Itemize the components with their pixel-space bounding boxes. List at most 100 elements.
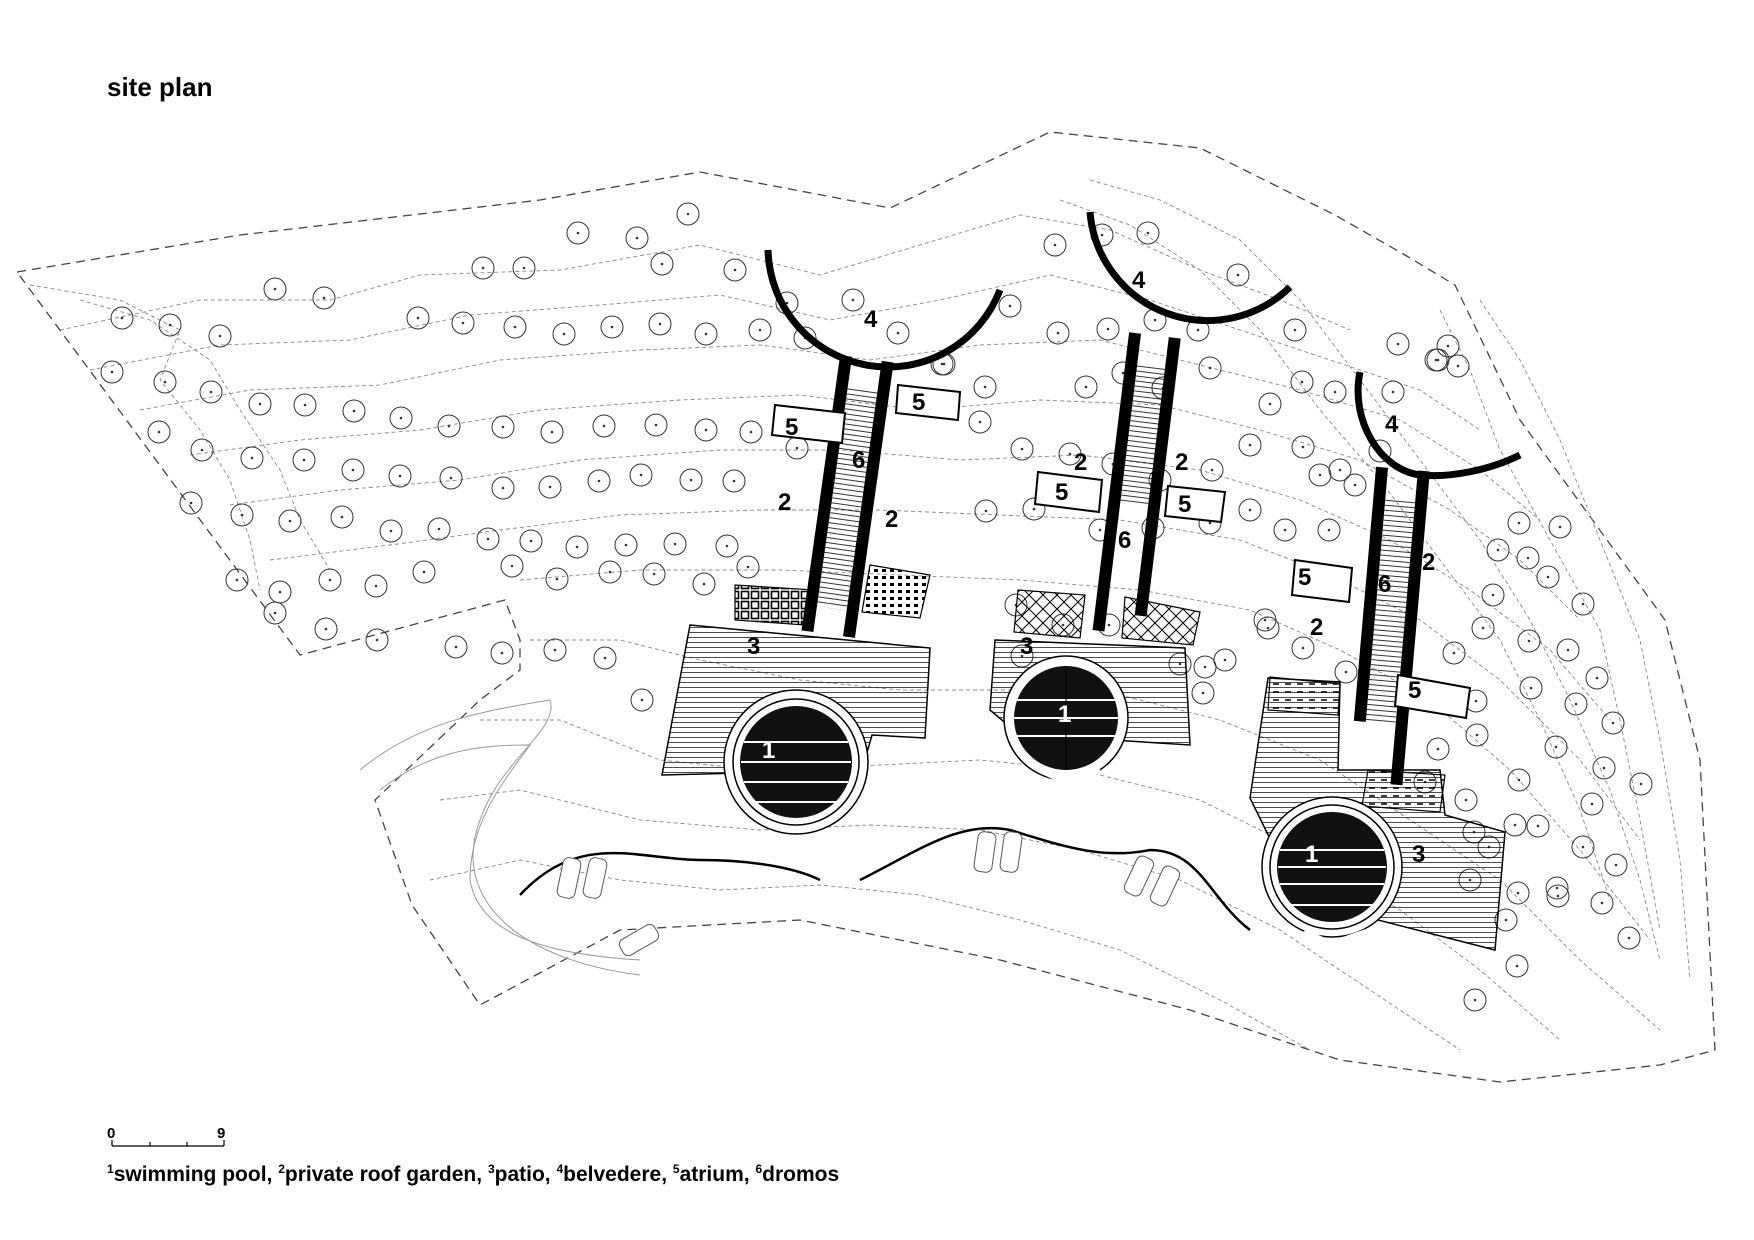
tree-trunk-dot <box>686 212 690 216</box>
label-atrium: 5 <box>1055 479 1068 506</box>
tree-trunk-dot <box>501 486 505 490</box>
tree-icon <box>722 469 746 493</box>
tree-trunk-dot <box>1396 342 1400 346</box>
tree-icon <box>330 505 354 529</box>
tree-trunk-dot <box>529 539 533 543</box>
tree-icon <box>1074 375 1098 399</box>
tree-trunk-dot <box>704 332 708 336</box>
tree-icon <box>1046 321 1070 345</box>
label-pool: 1 <box>1058 701 1071 728</box>
tree-icon <box>1601 711 1625 735</box>
tree-trunk-dot <box>940 362 944 366</box>
tree-icon <box>974 499 998 523</box>
page-title: site plan <box>107 72 213 102</box>
tree-trunk-dot <box>575 545 579 549</box>
tree-trunk-dot <box>1504 918 1508 922</box>
tree-trunk-dot <box>1146 231 1150 235</box>
tree-trunk-dot <box>389 529 393 533</box>
tree-trunk-dot <box>1268 402 1272 406</box>
tree-trunk-dot <box>1344 670 1348 674</box>
tree-trunk-dot <box>1107 623 1111 627</box>
tree-trunk-dot <box>896 331 900 335</box>
tree-trunk-dot <box>189 501 193 505</box>
tree-icon <box>1454 788 1478 812</box>
tree-icon <box>1291 435 1315 459</box>
tree-trunk-dot <box>1475 733 1479 737</box>
tree-trunk-dot <box>1053 243 1057 247</box>
belvedere-2 <box>1086 211 1293 324</box>
label-patio: 3 <box>1020 633 1033 660</box>
label-atrium: 5 <box>912 389 925 416</box>
tree-icon <box>692 572 716 596</box>
tree-icon <box>1022 497 1046 521</box>
tree-trunk-dot <box>258 402 262 406</box>
tree-icon <box>503 315 527 339</box>
tree-trunk-dot <box>732 479 736 483</box>
tree-trunk-dot <box>1574 702 1578 706</box>
tree-trunk-dot <box>704 428 708 432</box>
tree-trunk-dot <box>1452 651 1456 655</box>
tree-trunk-dot <box>340 515 344 519</box>
atrium-3b <box>1393 673 1472 720</box>
tree-icon <box>1058 442 1082 466</box>
tree-icon <box>1317 518 1341 542</box>
tree-trunk-dot <box>351 468 355 472</box>
tree-icon <box>1516 546 1540 570</box>
tree-trunk-dot <box>120 316 124 320</box>
tree-icon <box>153 370 177 394</box>
tree-trunk-dot <box>1208 521 1212 525</box>
tree-icon <box>1503 813 1527 837</box>
tree-trunk-dot <box>1639 782 1643 786</box>
tree-icon <box>1273 518 1297 542</box>
tree-icon <box>1585 666 1609 690</box>
tree-trunk-dot <box>375 638 379 642</box>
tree-icon <box>1592 756 1616 780</box>
tree-trunk-dot <box>288 519 292 523</box>
tree-trunk-dot <box>273 611 277 615</box>
tree-icon <box>1200 458 1224 482</box>
tree-trunk-dot <box>501 425 505 429</box>
tree-icon <box>694 322 718 346</box>
tree-trunk-dot <box>1491 593 1495 597</box>
tree-icon <box>1507 511 1531 535</box>
tree-icon <box>587 469 611 493</box>
tree-icon <box>248 392 272 416</box>
tree-icon <box>748 318 772 342</box>
tree-icon <box>512 256 536 280</box>
tree-trunk-dot <box>603 656 607 660</box>
parked-cars <box>556 831 1181 957</box>
tree-trunk-dot <box>209 390 213 394</box>
tree-icon <box>648 312 672 336</box>
label-belvedere: 4 <box>1132 267 1146 294</box>
legend: 1swimming pool, 2private roof garden, 3p… <box>107 1162 839 1187</box>
tree-trunk-dot <box>416 316 420 320</box>
tree-trunk-dot <box>746 565 750 569</box>
tree-icon <box>412 560 436 584</box>
tree-icon <box>292 448 316 472</box>
tree-trunk-dot <box>168 323 172 327</box>
tree-trunk-dot <box>624 543 628 547</box>
label-atrium: 5 <box>1408 677 1421 704</box>
tree-icon <box>1334 660 1358 684</box>
tree-trunk-dot <box>1153 318 1157 322</box>
tree-trunk-dot <box>437 527 441 531</box>
tree-icon <box>1193 655 1217 679</box>
tree-trunk-dot <box>978 420 982 424</box>
tree-trunk-dot <box>1068 452 1072 456</box>
tree-trunk-dot <box>1556 894 1560 898</box>
tree-trunk-dot <box>1084 385 1088 389</box>
tree-icon <box>179 491 203 515</box>
tree-trunk-dot <box>553 648 557 652</box>
tree-icon <box>629 463 653 487</box>
tree-trunk-dot <box>1600 901 1604 905</box>
tree-trunk-dot <box>1611 721 1615 725</box>
tree-trunk-dot <box>1436 358 1440 362</box>
label-patio: 3 <box>1412 841 1425 868</box>
tree-icon <box>1536 565 1560 589</box>
tree-icon <box>1481 583 1505 607</box>
tree-icon <box>314 617 338 641</box>
tree-trunk-dot <box>725 544 729 548</box>
tree-trunk-dot <box>555 577 559 581</box>
tree-trunk-dot <box>673 542 677 546</box>
